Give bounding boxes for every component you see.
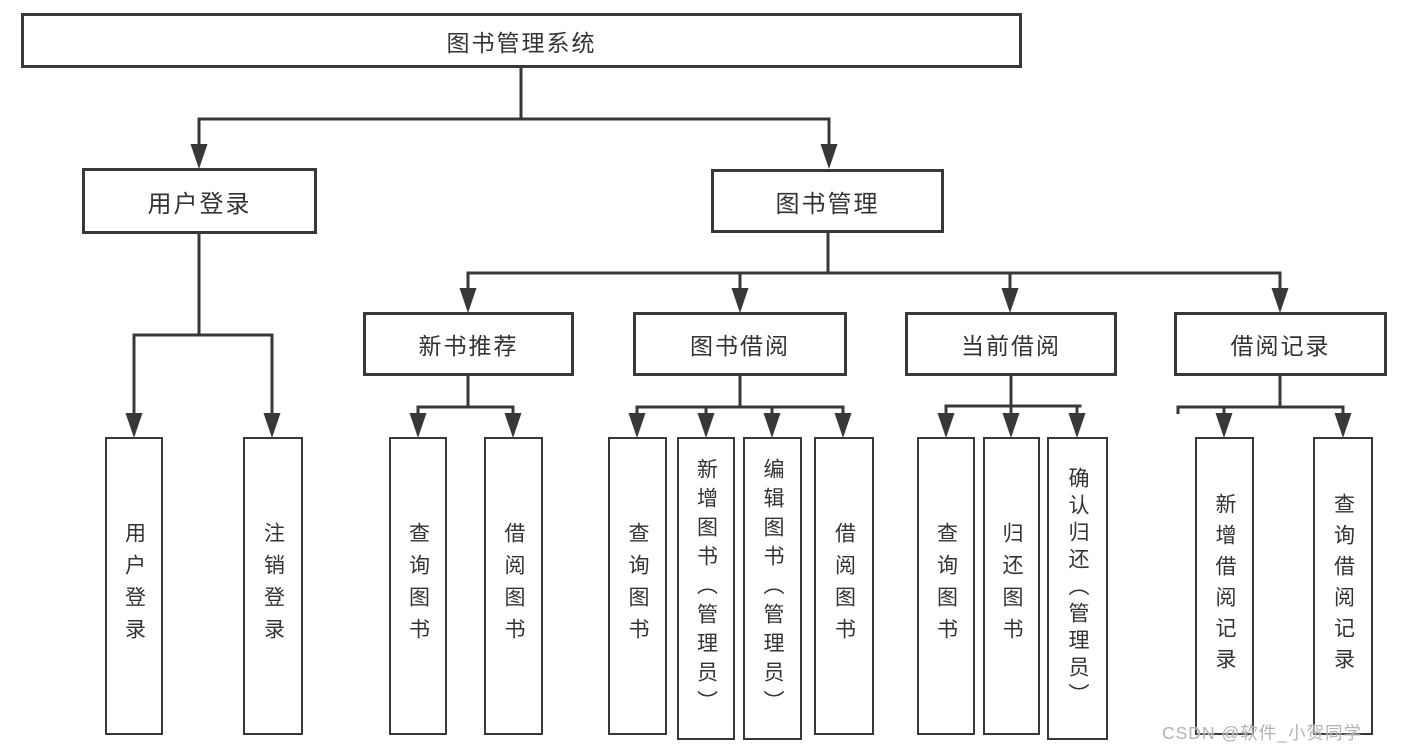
- arrowhead-icon: [263, 413, 281, 438]
- arrowhead-icon: [504, 413, 522, 438]
- leaf-user-login: 用户登录: [105, 437, 163, 735]
- arrowhead-icon: [190, 144, 208, 169]
- node-label: 编辑图书（管理员）: [761, 458, 784, 719]
- node-label: 借阅图书: [502, 522, 525, 650]
- node-label: 新增图书（管理员）: [694, 458, 718, 719]
- node-user-login: 用户登录: [82, 168, 317, 234]
- node-label: 借阅记录: [1230, 333, 1331, 359]
- leaf-current-query-books: 查询图书: [917, 437, 975, 735]
- leaf-borrow-query-books: 查询图书: [608, 437, 667, 735]
- node-label: 图书借阅: [690, 333, 790, 359]
- arrowhead-icon: [763, 413, 781, 438]
- leaf-borrow-edit-books-admin: 编辑图书（管理员）: [743, 437, 802, 740]
- leaf-newrec-query-books: 查询图书: [389, 437, 447, 735]
- node-current-borrowing: 当前借阅: [905, 312, 1117, 376]
- leaf-borrow-add-books-admin: 新增图书（管理员）: [677, 437, 735, 740]
- node-label: 查询图书: [934, 522, 958, 650]
- arrowhead-icon: [1068, 413, 1086, 438]
- leaf-borrow-borrow-books: 借阅图书: [814, 437, 874, 735]
- arrowhead-icon: [1334, 413, 1352, 438]
- connector-bookmgmt-to-level3: [459, 231, 1289, 313]
- arrowhead-icon: [1001, 288, 1019, 313]
- arrowhead-icon: [1215, 413, 1233, 438]
- connector-records-to-leaves: [1176, 376, 1352, 438]
- arrowhead-icon: [834, 413, 852, 438]
- leaf-records-query-borrow-record: 查询借阅记录: [1313, 437, 1373, 735]
- node-book-borrowing: 图书借阅: [633, 312, 847, 376]
- node-new-book-recommendation: 新书推荐: [363, 312, 574, 376]
- csdn-watermark: CSDN @软件_小贺同学: [1162, 723, 1362, 743]
- connector-root-to-level2: [190, 68, 838, 169]
- node-label: 查询图书: [406, 522, 430, 650]
- arrowhead-icon: [731, 288, 749, 313]
- arrowhead-icon: [697, 413, 715, 438]
- leaf-current-confirm-return-admin: 确认归还（管理员）: [1047, 437, 1108, 740]
- connector-userlogin-to-leaves: [125, 232, 281, 438]
- node-label: 归还图书: [1000, 522, 1023, 650]
- leaf-logout: 注销登录: [243, 437, 303, 735]
- node-label: 图书管理: [775, 190, 880, 218]
- arrowhead-icon: [409, 413, 427, 438]
- connector-currentborrow-to-leaves: [937, 376, 1086, 438]
- arrowhead-icon: [459, 288, 477, 313]
- arrowhead-icon: [937, 413, 955, 438]
- leaf-current-return-books: 归还图书: [983, 437, 1040, 735]
- node-borrowing-records: 借阅记录: [1174, 312, 1387, 376]
- arrowhead-icon: [125, 413, 143, 438]
- arrowhead-icon: [628, 413, 646, 438]
- node-label: 查询借阅记录: [1331, 493, 1355, 679]
- node-book-management: 图书管理: [711, 169, 944, 233]
- node-label: 借阅图书: [832, 522, 856, 650]
- node-library-management-system: 图书管理系统: [21, 13, 1022, 68]
- leaf-records-add-borrow-record: 新增借阅记录: [1195, 437, 1254, 735]
- node-label: 用户登录: [147, 190, 252, 218]
- connector-newbooks-to-leaves: [409, 376, 522, 438]
- arrowhead-icon: [820, 144, 838, 169]
- arrowhead-icon: [1271, 288, 1289, 313]
- node-label: 当前借阅: [961, 333, 1061, 359]
- node-label: 查询图书: [626, 522, 649, 650]
- leaf-newrec-borrow-books: 借阅图书: [484, 437, 543, 735]
- node-label: 图书管理系统: [446, 29, 597, 56]
- node-label: 确认归还（管理员）: [1066, 467, 1089, 710]
- node-label: 用户登录: [122, 522, 146, 650]
- node-label: 新书推荐: [418, 333, 519, 359]
- connector-bookborrow-to-leaves: [628, 376, 852, 438]
- arrowhead-icon: [1002, 413, 1020, 438]
- node-label: 新增借阅记录: [1213, 493, 1236, 679]
- node-label: 注销登录: [261, 522, 285, 650]
